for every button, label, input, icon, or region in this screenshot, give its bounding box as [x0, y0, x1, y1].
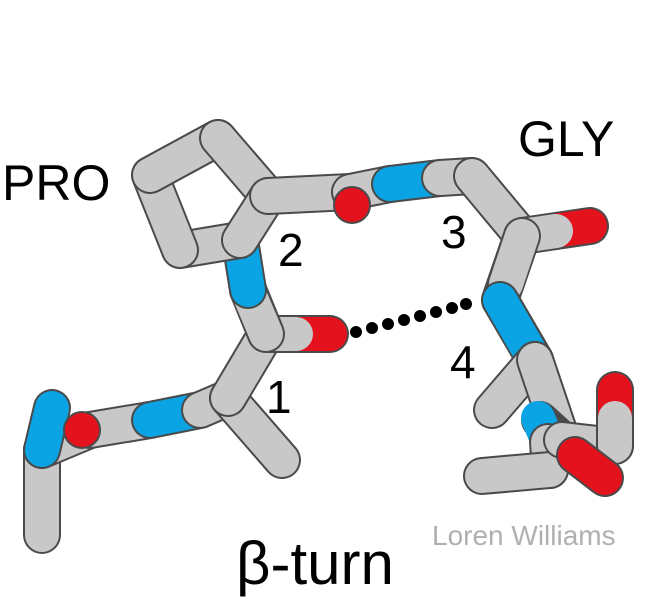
proline-ring: [131, 119, 287, 353]
oxygen-atom: [333, 186, 371, 224]
hydrogen-bond: [350, 298, 472, 338]
n-terminal-fragment: [23, 379, 247, 554]
residue-label-gly: GLY: [518, 111, 614, 167]
credit-text: Loren Williams: [432, 520, 616, 551]
position-label-4: 4: [450, 336, 476, 388]
oxygen-atom: [63, 411, 101, 449]
residue-label-pro: PRO: [2, 155, 110, 211]
position-label-2: 2: [278, 224, 304, 276]
residue-4: [463, 341, 634, 497]
residue-3-gly: [453, 157, 609, 379]
position-label-3: 3: [441, 206, 467, 258]
diagram-title: β-turn: [236, 530, 394, 597]
position-label-1: 1: [266, 371, 292, 423]
